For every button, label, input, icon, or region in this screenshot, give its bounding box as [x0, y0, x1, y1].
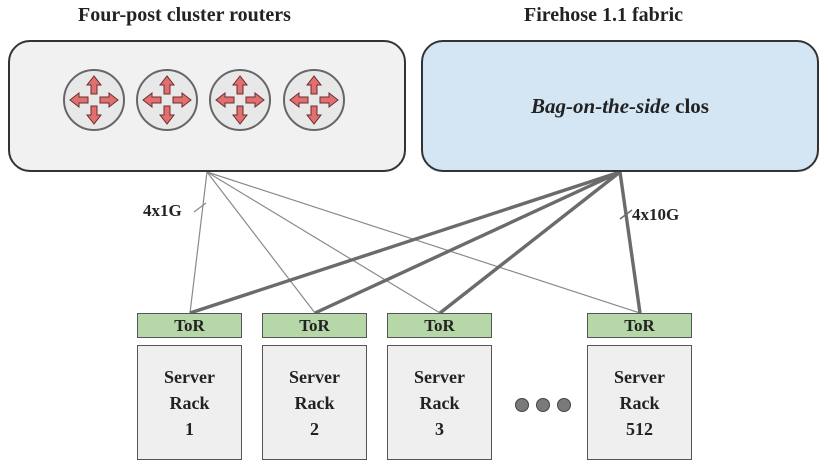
server-rack-1: Server Rack 1	[137, 345, 242, 460]
rack-line-2: Rack	[619, 393, 660, 413]
rack-line-1: Server	[414, 367, 465, 387]
cluster-routers-box	[8, 40, 406, 172]
router-icon	[69, 75, 119, 125]
thin-link-2	[206, 171, 316, 314]
router-1	[63, 69, 125, 131]
server-rack-3: Server Rack 3	[387, 345, 492, 460]
tor-1: ToR	[137, 313, 242, 338]
tor-4: ToR	[587, 313, 692, 338]
tor-2: ToR	[262, 313, 367, 338]
router-2	[136, 69, 198, 131]
rack-number: 512	[626, 419, 653, 439]
cluster-link-label: 4x1G	[143, 201, 182, 220]
thin-link-3	[206, 171, 441, 314]
thick-link-1	[189, 170, 621, 315]
thick-link-3	[438, 170, 622, 315]
fabric-label: Bag-on-the-side clos	[423, 94, 817, 119]
server-rack-2: Server Rack 2	[262, 345, 367, 460]
rack-number: 3	[435, 419, 444, 439]
router-4	[283, 69, 345, 131]
ellipsis-dot-1	[515, 398, 529, 412]
router-icon	[289, 75, 339, 125]
fabric-box: Bag-on-the-side clos	[421, 40, 819, 172]
fabric-label-rest: clos	[669, 94, 709, 118]
tor-3: ToR	[387, 313, 492, 338]
router-icon	[142, 75, 192, 125]
fabric-label-italic: Bag-on-the-side	[531, 94, 670, 118]
thin-link-4	[206, 171, 641, 314]
rack-number: 1	[185, 419, 194, 439]
router-icon	[215, 75, 265, 125]
rack-line-1: Server	[164, 367, 215, 387]
rack-line-2: Rack	[169, 393, 210, 413]
rack-line-2: Rack	[294, 393, 335, 413]
thin-link-1	[189, 171, 208, 314]
ellipsis-dot-3	[557, 398, 571, 412]
ellipsis-dot-2	[536, 398, 550, 412]
thick-link-tick	[619, 209, 633, 220]
thick-link-2	[314, 170, 621, 315]
rack-line-1: Server	[289, 367, 340, 387]
rack-number: 2	[310, 419, 319, 439]
cluster-routers-heading: Four-post cluster routers	[78, 4, 291, 26]
server-rack-512: Server Rack 512	[587, 345, 692, 460]
router-3	[209, 69, 271, 131]
rack-line-1: Server	[614, 367, 665, 387]
rack-line-2: Rack	[419, 393, 460, 413]
fabric-heading: Firehose 1.1 fabric	[524, 4, 684, 26]
fabric-link-label: 4x10G	[632, 205, 680, 224]
thick-link-4	[618, 171, 642, 314]
thin-link-tick	[193, 202, 207, 213]
